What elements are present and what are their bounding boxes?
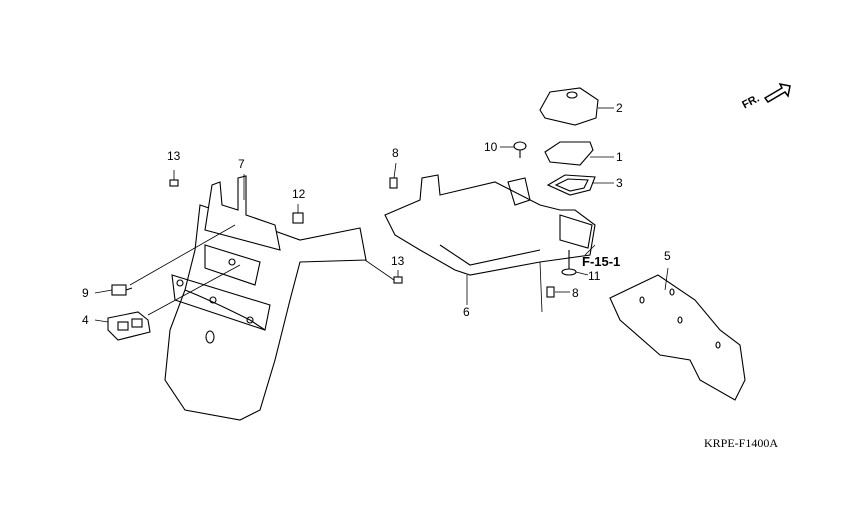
callout-10: 10 xyxy=(484,140,498,154)
callout-8: 8 xyxy=(392,146,399,160)
part-6-tray xyxy=(384,174,596,276)
leader-lines xyxy=(94,107,669,323)
callout-12: 12 xyxy=(292,187,306,201)
part-10-11-8 xyxy=(389,141,577,298)
callout-5: 5 xyxy=(664,249,671,263)
callout-3: 3 xyxy=(616,176,623,190)
reference-label[interactable]: F-15-1 xyxy=(582,254,621,269)
front-arrow-icon xyxy=(763,82,791,103)
callout-2: 2 xyxy=(616,101,623,115)
part-1-pad xyxy=(544,141,594,166)
callout-9: 9 xyxy=(82,286,89,300)
part-3-gasket xyxy=(546,174,596,196)
callout-8-b: 8 xyxy=(572,286,579,300)
callout-4: 4 xyxy=(82,313,89,327)
callout-13: 13 xyxy=(167,149,181,163)
callout-13-b: 13 xyxy=(391,254,405,268)
part-4-reflector xyxy=(107,311,151,341)
part-2-cover xyxy=(539,87,599,126)
callout-1: 1 xyxy=(616,150,623,164)
callout-6: 6 xyxy=(463,305,470,319)
callout-7: 7 xyxy=(238,157,245,171)
part-5-panel xyxy=(609,274,746,401)
callout-11: 11 xyxy=(588,269,601,283)
diagram-code: KRPE-F1400A xyxy=(704,436,779,450)
part-small-fasteners xyxy=(111,179,403,296)
